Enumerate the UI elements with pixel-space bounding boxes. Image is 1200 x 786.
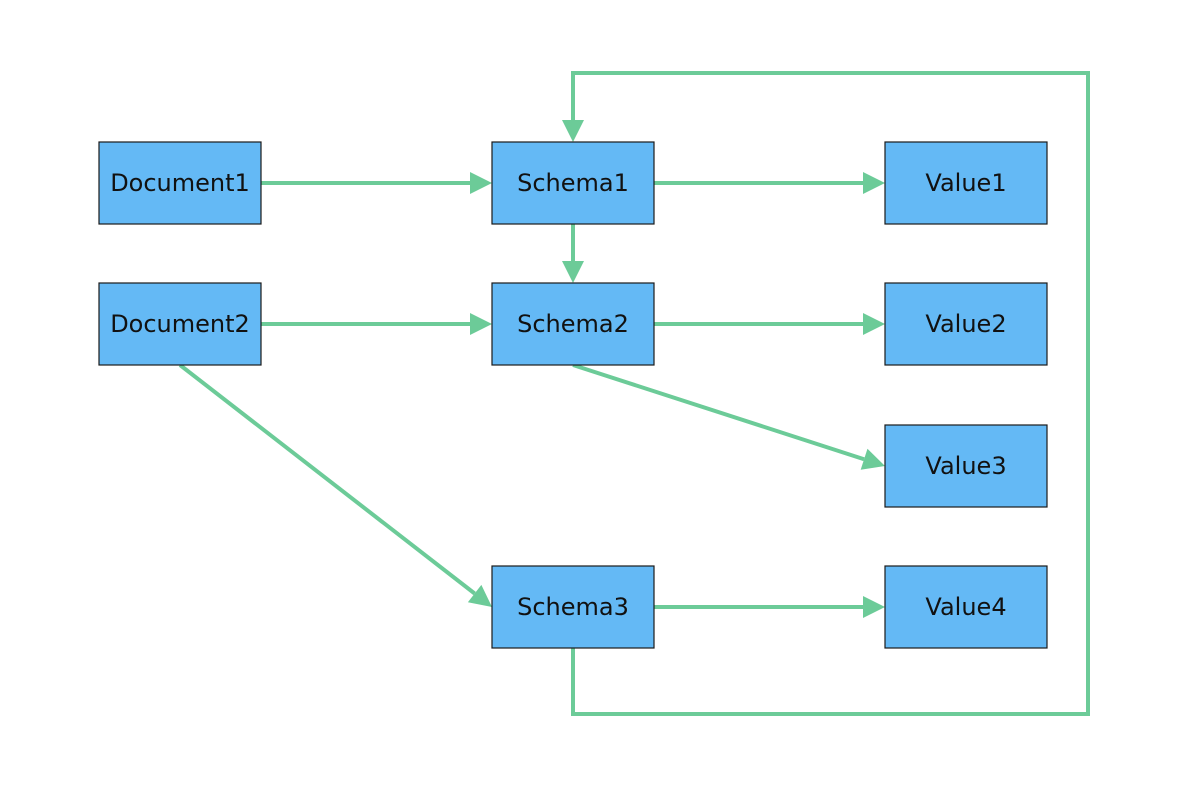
node-schema1-label: Schema1 [517, 169, 629, 197]
node-value1: Value1 [884, 141, 1048, 225]
edge-schema2-to-value3 [572, 363, 865, 462]
arrowhead-schema2-from-document2 [470, 313, 492, 335]
node-value1-box [884, 141, 1048, 225]
edge-document2-to-schema3 [178, 363, 476, 596]
node-document2: Document2 [98, 282, 262, 366]
node-value3: Value3 [884, 424, 1048, 508]
node-document1-label: Document1 [110, 169, 250, 197]
node-value4-label: Value4 [925, 593, 1006, 621]
node-schema2-label: Schema2 [517, 310, 629, 338]
arrowhead-schema1-from-document1 [470, 172, 492, 194]
arrowhead-value4 [863, 596, 885, 618]
node-value1-label: Value1 [925, 169, 1006, 197]
node-schema2-box [491, 282, 655, 366]
node-value2-box [884, 282, 1048, 366]
node-schema1: Schema1 [491, 141, 655, 225]
arrowhead-schema1-from-schema3 [562, 120, 584, 142]
node-document2-label: Document2 [110, 310, 250, 338]
edges-layer [178, 71, 1090, 716]
node-schema1-box [491, 141, 655, 225]
node-value4: Value4 [884, 565, 1048, 649]
nodes-layer: Document1 Document2 Schema1 Schema2 Sche… [98, 141, 1048, 649]
arrowheads-layer [467, 120, 885, 618]
node-schema3-box [491, 565, 655, 649]
edge-schema3-to-schema1-loop [571, 71, 1090, 716]
arrowhead-schema2-from-schema1 [562, 261, 584, 283]
node-schema3: Schema3 [491, 565, 655, 649]
node-document1: Document1 [98, 141, 262, 225]
arrowhead-value2 [863, 313, 885, 335]
arrowhead-schema3-from-document2 [467, 584, 492, 607]
node-schema2: Schema2 [491, 282, 655, 366]
node-value3-label: Value3 [925, 452, 1006, 480]
node-value2-label: Value2 [925, 310, 1006, 338]
node-schema3-label: Schema3 [517, 593, 629, 621]
arrowhead-value3 [860, 448, 885, 470]
node-document1-box [98, 141, 262, 225]
node-document2-box [98, 282, 262, 366]
node-value2: Value2 [884, 282, 1048, 366]
arrowhead-value1 [863, 172, 885, 194]
node-value4-box [884, 565, 1048, 649]
node-value3-box [884, 424, 1048, 508]
